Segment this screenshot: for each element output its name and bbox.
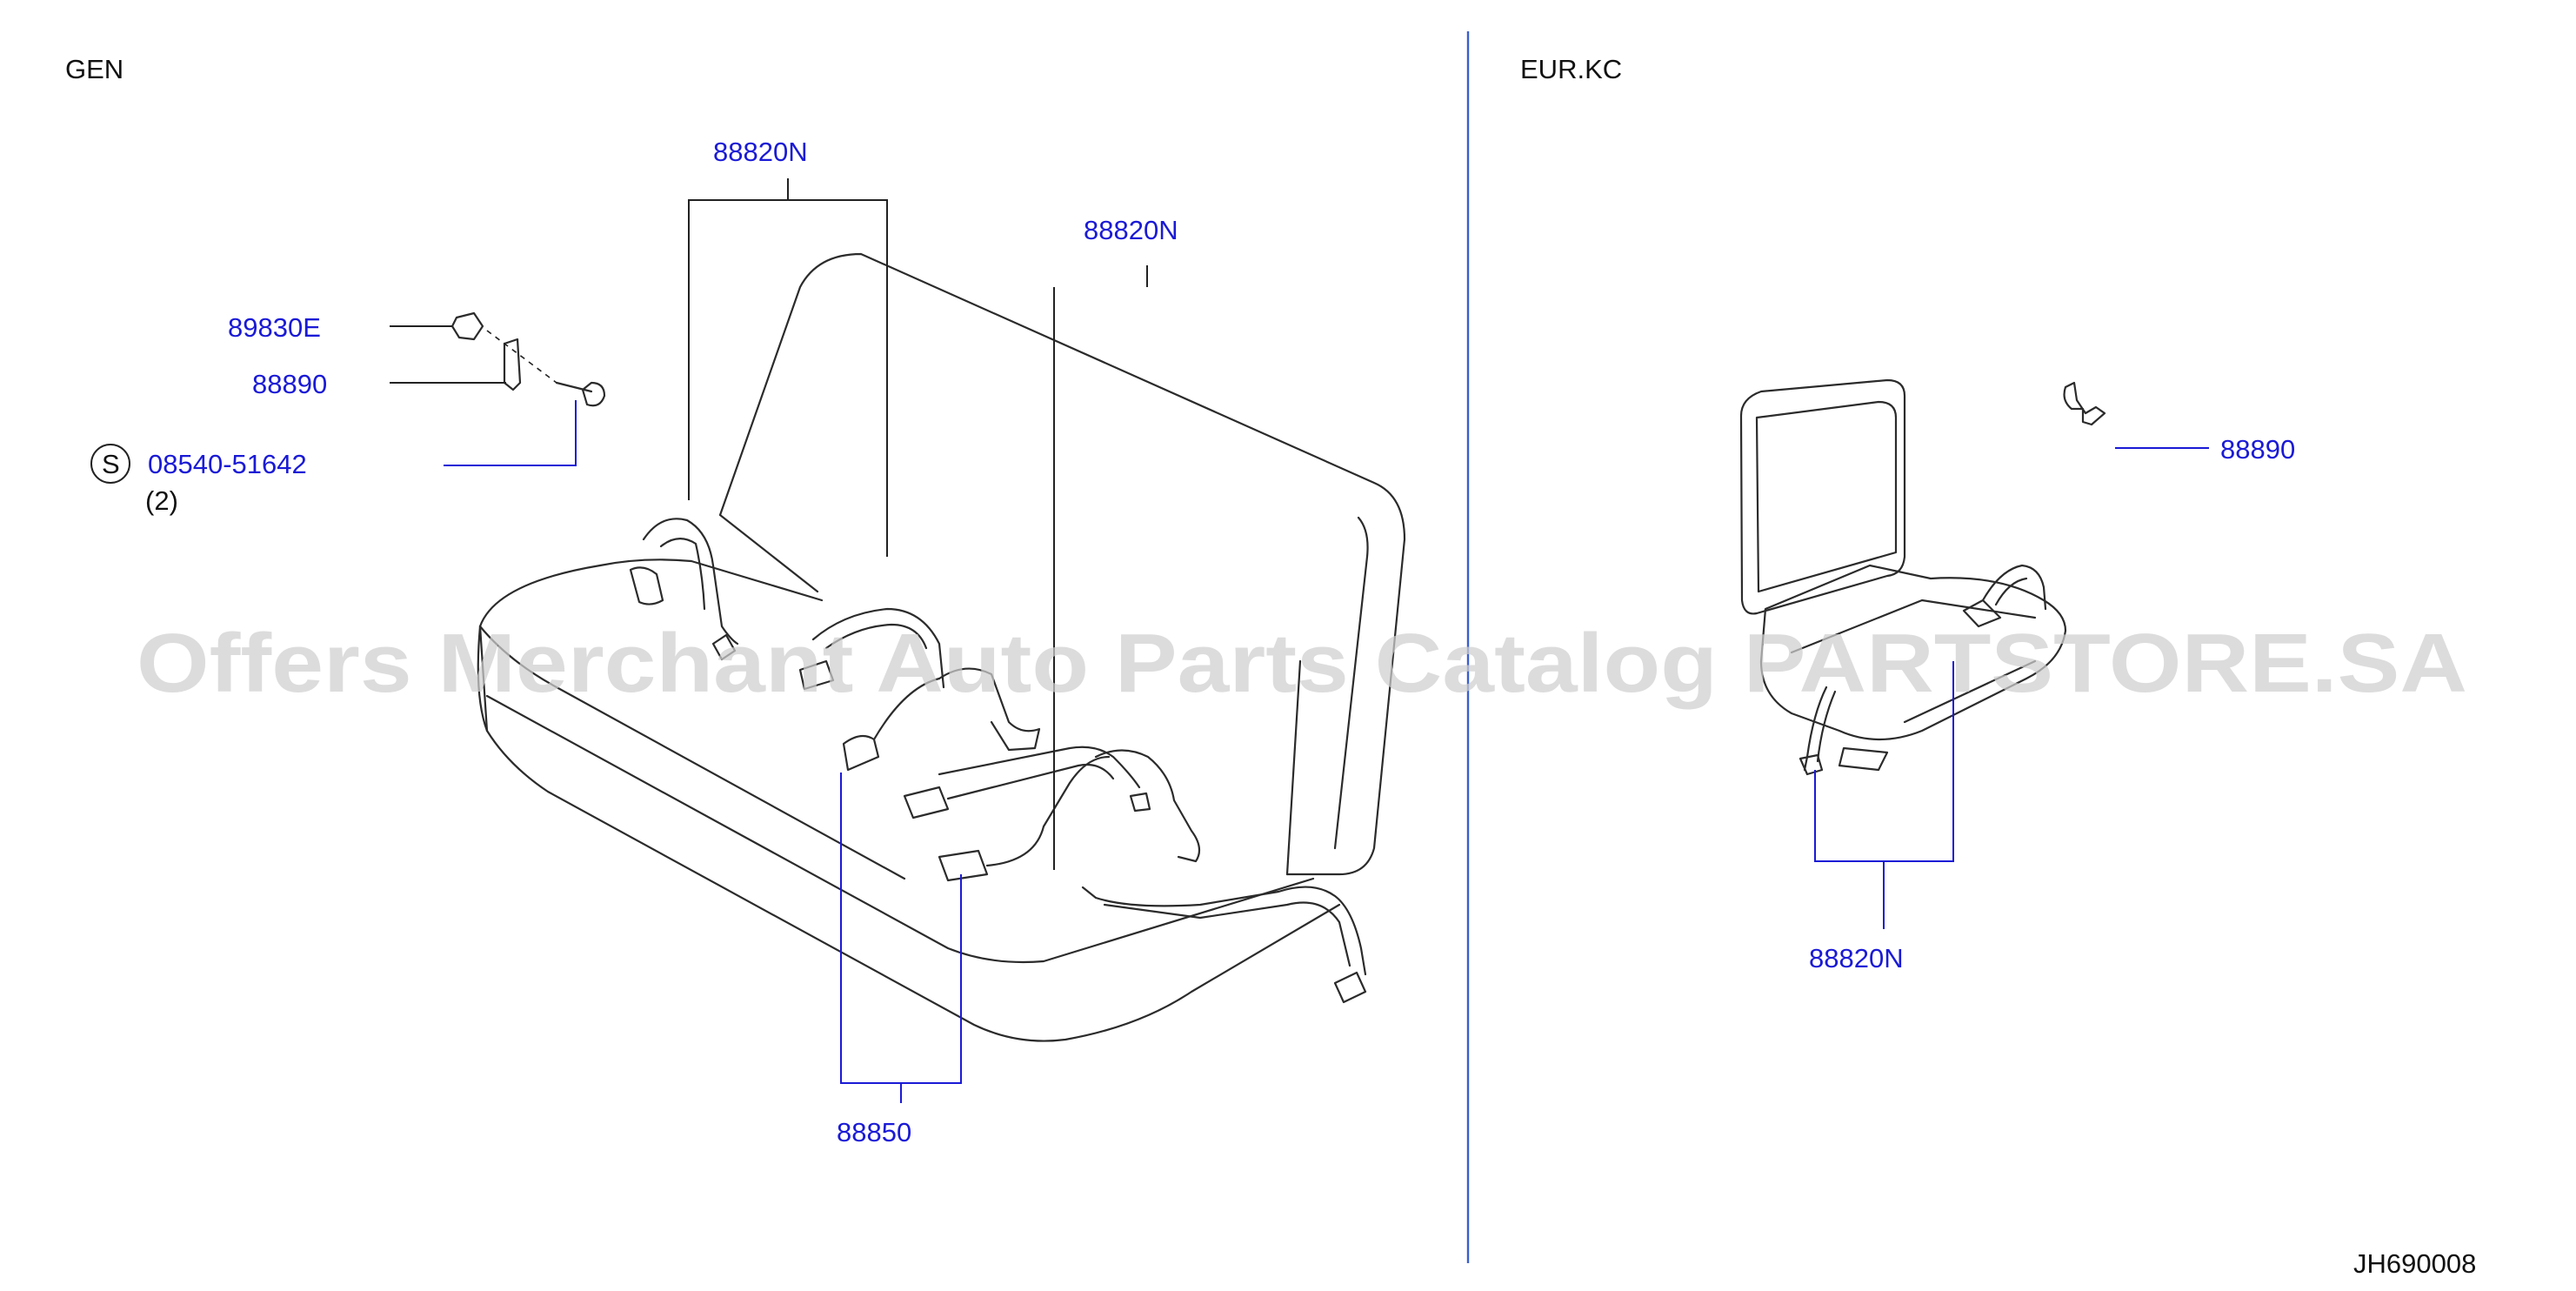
seat-back bbox=[718, 252, 1406, 876]
center-belt-left bbox=[798, 607, 945, 691]
seat-cushion bbox=[477, 564, 1341, 1042]
buckle-b bbox=[938, 755, 1111, 882]
seat-back-edge bbox=[1333, 516, 1369, 850]
seat-cushion-left bbox=[478, 625, 489, 732]
right-belt-webbing bbox=[938, 746, 1141, 800]
seat-cushion-front bbox=[485, 694, 1315, 964]
region-label-gen: GEN bbox=[65, 54, 123, 84]
seat-cushion-side bbox=[478, 625, 906, 880]
center-tongue bbox=[842, 677, 941, 772]
callout-eur-88890: 88890 bbox=[2220, 434, 2295, 465]
eur-seat-back bbox=[1739, 378, 1906, 615]
eur-leaders bbox=[1814, 447, 2209, 929]
buckle-a bbox=[903, 786, 950, 819]
leader-08540 bbox=[444, 400, 577, 466]
eur-seat-back-inner bbox=[1755, 400, 1898, 593]
seat-cushion-top bbox=[598, 559, 824, 602]
callout-88890: 88890 bbox=[252, 369, 327, 399]
eur-seat-drawing bbox=[1739, 378, 2106, 776]
callout-88850: 88850 bbox=[837, 1117, 911, 1147]
left-belt bbox=[642, 518, 739, 646]
callout-08540-51642: 08540-51642 bbox=[148, 449, 307, 479]
watermark: Offers Merchant Auto Parts Catalog PARTS… bbox=[137, 617, 2467, 710]
nut-89830e bbox=[450, 311, 484, 341]
center-belt-right bbox=[938, 667, 1041, 752]
callout-eur-88820n: 88820N bbox=[1809, 943, 1904, 973]
bench-seat-drawing bbox=[450, 252, 1406, 1042]
eur-seat-cushion-top bbox=[1790, 599, 2037, 724]
callout-88820n-a: 88820N bbox=[713, 137, 808, 167]
right-belt-retractor bbox=[1094, 749, 1201, 863]
callout-bolt-qty: (2) bbox=[145, 485, 178, 516]
gen-leaders bbox=[390, 178, 1148, 1103]
bolt-08540 bbox=[555, 381, 606, 407]
callout-88820n-b: 88820N bbox=[1084, 215, 1178, 245]
left-belt-anchor bbox=[629, 566, 737, 661]
leader-88850 bbox=[840, 773, 962, 1084]
eur-belt bbox=[1803, 564, 2047, 772]
drawing-code: JH690008 bbox=[2353, 1248, 2476, 1279]
eur-bracket-88890 bbox=[2063, 381, 2106, 426]
assembly-dash bbox=[486, 330, 557, 384]
eur-belt-anchor bbox=[1799, 746, 1889, 776]
symbol-circle bbox=[90, 444, 130, 484]
region-label-eur: EUR.KC bbox=[1520, 54, 1622, 84]
callout-89830e: 89830E bbox=[228, 312, 321, 343]
bracket-88890 bbox=[503, 338, 522, 391]
symbol-s: S bbox=[102, 449, 120, 479]
seat-back-base bbox=[718, 513, 1302, 876]
right-belt-lower bbox=[1081, 886, 1367, 1004]
eur-seat-cushion bbox=[1759, 564, 2067, 741]
